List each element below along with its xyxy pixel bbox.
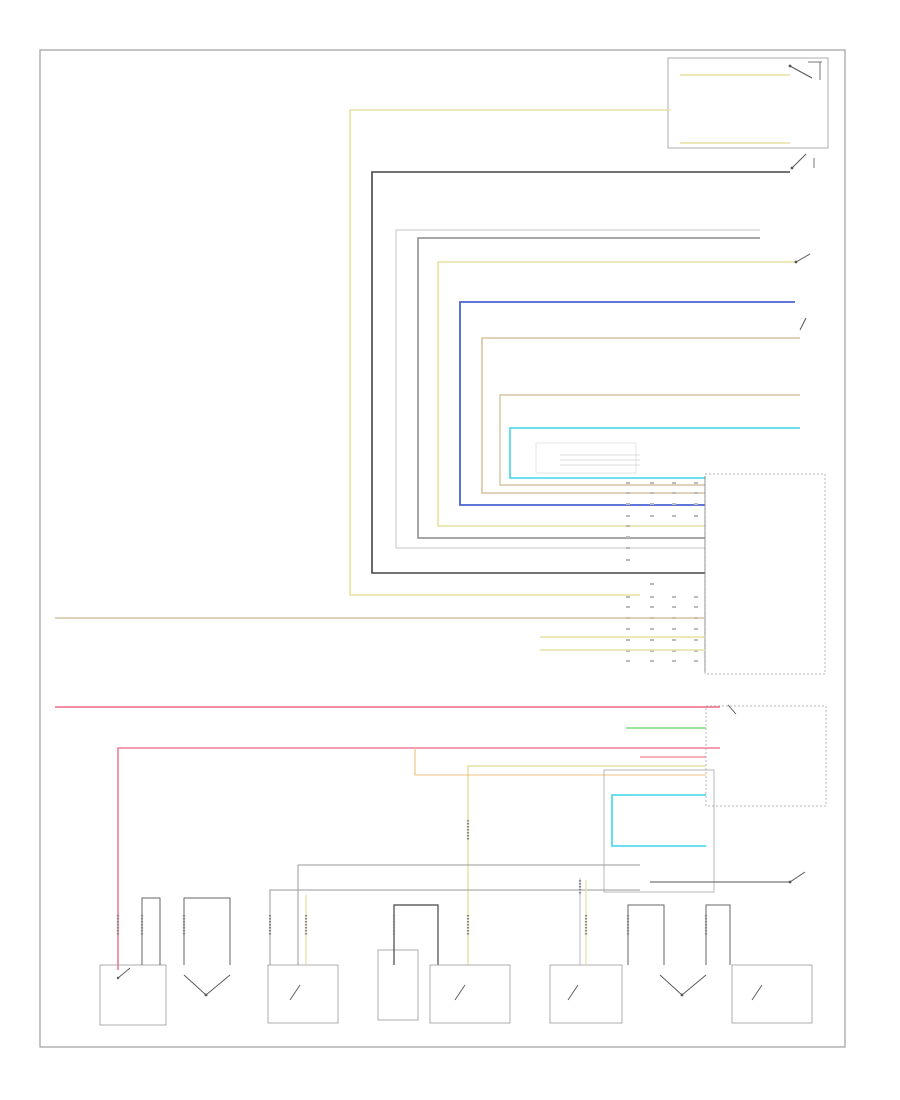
wire-tan-body — [467, 765, 706, 965]
connector-pin-grid — [535, 442, 640, 474]
wire-gray — [417, 237, 760, 539]
liftgate-handle-switch — [377, 904, 439, 1021]
right-rear-door-ajar-switch — [429, 964, 511, 1024]
wire-gray-bus-2 — [269, 889, 640, 965]
right-rear-door-lock — [627, 904, 731, 997]
wire-gray-bus — [297, 864, 640, 965]
engine-oil-pressure-switch — [667, 57, 829, 149]
wire-gray-a — [141, 897, 161, 965]
wire-brown — [481, 337, 800, 494]
wire-black-main — [371, 171, 790, 574]
wire-light-blue-2 — [611, 794, 706, 847]
passenger-door-ajar-switch — [549, 964, 623, 1024]
sensor-brown — [799, 317, 807, 331]
switch-lower — [788, 871, 806, 884]
left-rear-door-lock — [183, 897, 231, 997]
wire-brown-2 — [499, 394, 800, 486]
oil-pressure-sensor — [794, 253, 811, 264]
wire-pink-down — [117, 747, 720, 970]
ecm-pin-labels — [626, 482, 698, 662]
liftgate-lock-actuator — [99, 964, 167, 1026]
seat-switch — [603, 769, 715, 893]
left-rear-door-ajar-switch — [267, 964, 339, 1024]
connector-stubs — [116, 820, 708, 935]
wire-tan-main — [349, 109, 670, 596]
body-control-module — [705, 704, 827, 807]
wire-light-blue — [509, 427, 800, 479]
wire-blue — [459, 301, 795, 506]
liftgate-ajar-switch — [731, 964, 813, 1024]
wire-tan-2 — [437, 261, 795, 527]
wire-white — [395, 229, 760, 549]
engine-control-module — [704, 473, 826, 675]
wire-orange — [414, 748, 706, 776]
diagram-frame — [39, 49, 846, 1048]
switch-2 — [790, 153, 815, 170]
